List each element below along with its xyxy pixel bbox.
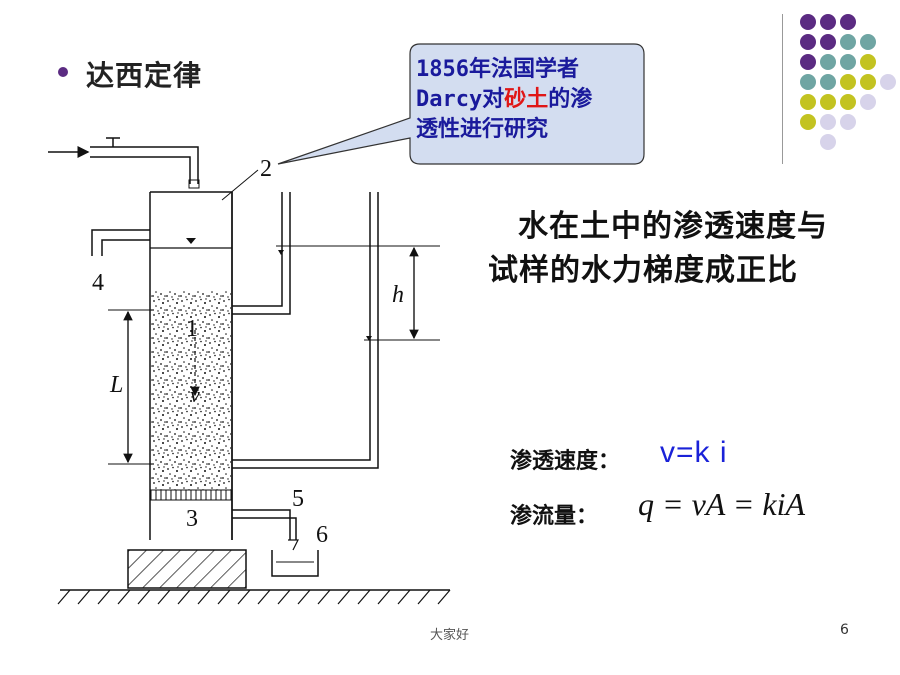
label-3: 3 (186, 506, 198, 532)
decorative-dot-grid (780, 12, 900, 164)
page-number: 6 (840, 622, 849, 638)
darcy-apparatus-diagram: 2 4 1 v L h 3 5 6 (48, 137, 451, 605)
callout-line-2: Darcy对砂土的渗 (416, 87, 593, 112)
velocity-label: 渗透速度： (510, 449, 621, 474)
slide-footer: 大家好 (430, 628, 470, 643)
label-L: L (109, 372, 123, 398)
decorative-divider (782, 14, 783, 164)
label-1: 1 (186, 316, 198, 342)
law-statement-line-2: 试样的水力梯度成正比 (488, 253, 798, 288)
flow-formula: q = vA = kiA (638, 486, 805, 522)
law-statement-line-1: 水在土中的渗透速度与 (518, 209, 828, 244)
label-v: v (190, 382, 200, 407)
base-block (127, 549, 247, 589)
callout-bubble (277, 43, 645, 165)
slide-title: 达西定律 (86, 59, 203, 92)
label-2: 2 (260, 156, 272, 182)
title-bullet-icon (58, 67, 68, 77)
callout-line-1: 1856年法国学者 (416, 57, 579, 82)
law-statement: 水在土中的渗透速度与 试样的水力梯度成正比 (488, 205, 878, 293)
velocity-formula: v=k i (660, 436, 728, 469)
callout-text: 1856年法国学者 Darcy对砂土的渗 透性进行研究 (416, 55, 641, 145)
flow-label: 渗流量： (510, 504, 599, 529)
label-6: 6 (316, 522, 328, 548)
label-h: h (392, 282, 404, 308)
callout-highlight: 砂土 (504, 87, 549, 112)
callout-line-3: 透性进行研究 (416, 117, 549, 142)
label-5: 5 (292, 486, 304, 512)
label-4: 4 (92, 270, 104, 296)
